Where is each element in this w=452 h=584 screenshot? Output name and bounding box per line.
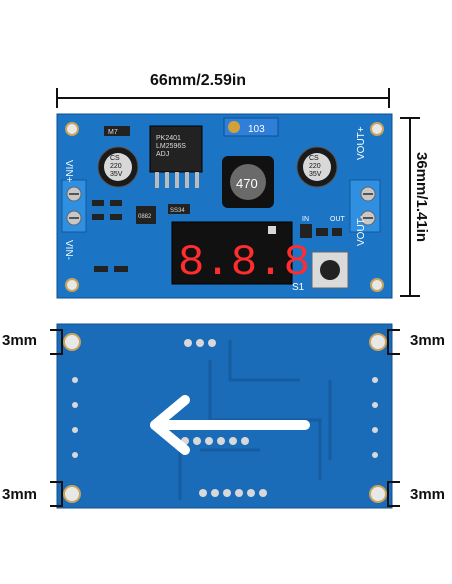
push-button-icon	[311, 251, 349, 289]
in-label: IN	[302, 216, 309, 223]
vin-plus-label: VIN+	[63, 160, 74, 183]
pot-marking: 103	[248, 124, 265, 135]
vout-plus-label: VOUT+	[356, 126, 367, 160]
ss34-marking: SS34	[170, 208, 185, 214]
vin-minus-label: VIN-	[63, 240, 74, 260]
smd-components-icon	[92, 126, 342, 272]
pcb-bottom-board	[50, 323, 400, 509]
hole-size-label-bottom-left: 3mm	[2, 486, 38, 503]
arrow-left-icon	[150, 395, 310, 455]
s1-label: S1	[292, 282, 305, 293]
m7-marking: M7	[108, 129, 118, 136]
ic-small-marking: 0882	[138, 214, 152, 220]
solder-pads	[72, 339, 378, 497]
inductor-icon	[222, 156, 274, 208]
hole-size-label-top-left: 3mm	[2, 332, 38, 349]
regulator-chip-icon	[149, 125, 203, 188]
height-dimension-line	[400, 117, 420, 297]
capacitor-right-icon	[296, 146, 338, 188]
width-dimension-label: 66mm/2.59in	[150, 72, 247, 89]
mounting-hole-icon	[65, 122, 384, 292]
mounting-hole-icon	[63, 333, 387, 503]
output-terminal-icon	[349, 179, 381, 233]
hole-size-label-top-right: 3mm	[410, 332, 446, 349]
capacitor-left-icon	[97, 146, 139, 188]
hole-size-label-bottom-right: 3mm	[410, 486, 446, 503]
potentiometer-icon	[223, 117, 279, 137]
width-dimension-line	[56, 88, 390, 108]
inductor-marking: 470	[236, 176, 258, 191]
pcb-top-board	[56, 113, 393, 299]
display-digits: 8.8.8	[178, 238, 310, 288]
hole-size-bracket	[50, 329, 400, 507]
out-label: OUT	[330, 216, 346, 223]
vout-minus-label: VOUT-	[356, 215, 367, 246]
input-terminal-icon	[61, 179, 87, 233]
